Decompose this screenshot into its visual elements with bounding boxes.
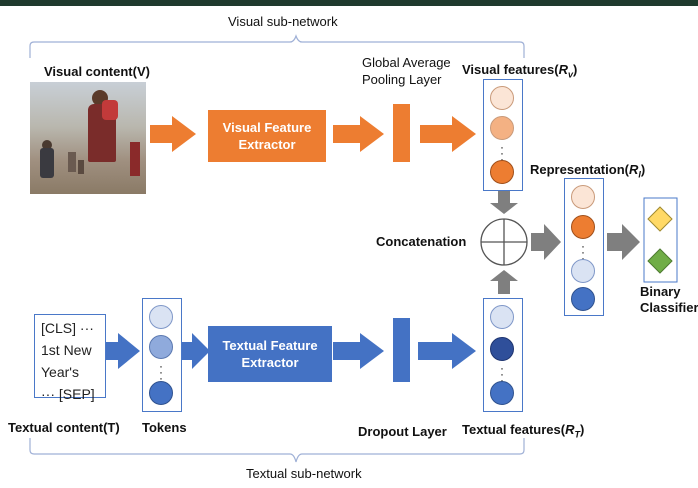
representation-text: Representation(: [530, 162, 629, 177]
visual-content-label: Visual content(V): [44, 64, 150, 79]
dropout-label: Dropout Layer: [358, 424, 447, 439]
textual-features-column: ···: [483, 298, 523, 412]
textual-content-label: Textual content(T): [8, 420, 120, 435]
textual-feature-circle: [490, 305, 514, 329]
visual-subnetwork-brace: [29, 34, 525, 58]
arrow-extractor-to-dropout: [333, 333, 384, 369]
text-line3: Year's: [41, 364, 79, 380]
token-circle: [149, 335, 173, 359]
arrow-textual-to-concat: [490, 270, 518, 294]
visual-feature-circle: [490, 86, 514, 110]
token-circle: [149, 381, 173, 405]
arrow-representation-to-classifier: [607, 224, 640, 260]
global-pool-line1: Global Average: [362, 55, 451, 70]
text-line2: 1st New: [41, 342, 92, 358]
classifier-box: [643, 197, 678, 283]
visual-content-image: [30, 82, 146, 194]
arrow-pool-to-features: [420, 116, 476, 152]
representation-label: Representation(RI): [530, 162, 646, 180]
visual-features-text: Visual features(: [462, 62, 559, 77]
textual-features-text: Textual features(: [462, 422, 566, 437]
binary-line1: Binary: [640, 284, 681, 299]
arrow-visual-to-concat: [490, 190, 518, 214]
class-diamond-yellow: [647, 206, 673, 232]
representation-symbol: R: [628, 162, 639, 177]
token-circle: [149, 305, 173, 329]
ellipsis: ···: [581, 239, 585, 265]
textual-features-subscript: T: [574, 429, 580, 440]
ellipsis: ···: [500, 140, 504, 166]
textual-feature-circle: [490, 381, 514, 405]
representation-circle: [571, 215, 595, 239]
representation-circle: [571, 287, 595, 311]
text-line4: ··· [SEP]: [41, 386, 95, 402]
visual-extractor-line2: Extractor: [238, 137, 296, 152]
visual-features-column: ···: [483, 79, 523, 191]
textual-extractor-line2: Extractor: [241, 355, 299, 370]
arrow-text-to-tokens: [106, 333, 140, 369]
textual-content-box: [CLS] ··· 1st New Year's ··· [SEP]: [34, 314, 106, 402]
visual-feature-circle: [490, 160, 514, 184]
arrow-image-to-extractor: [150, 116, 196, 152]
representation-circle: [571, 259, 595, 283]
tokens-column: ···: [142, 298, 182, 412]
visual-extractor-line1: Visual Feature: [222, 120, 312, 135]
textual-extractor-line1: Textual Feature: [222, 338, 318, 353]
representation-circle: [571, 185, 595, 209]
ellipsis: ···: [500, 361, 504, 387]
textual-subnetwork-label: Textual sub-network: [246, 466, 362, 481]
visual-features-subscript: v: [567, 69, 573, 80]
arrow-extractor-to-pool: [333, 116, 384, 152]
class-diamond-green: [647, 248, 673, 274]
concatenation-label: Concatenation: [376, 234, 467, 249]
textual-feature-circle: [490, 337, 514, 361]
visual-features-symbol: R: [558, 62, 568, 77]
textual-subnetwork-brace: [29, 438, 525, 463]
global-pool-bar: [393, 104, 410, 162]
textual-features-symbol: R: [565, 422, 575, 437]
representation-column: ···: [564, 178, 604, 316]
arrow-tokens-to-extractor: [182, 333, 210, 369]
visual-subnetwork-label: Visual sub-network: [228, 14, 338, 29]
arrow-dropout-to-features: [418, 333, 476, 369]
visual-features-label: Visual features(Rv): [462, 62, 578, 80]
tokens-label: Tokens: [142, 420, 187, 435]
visual-feature-circle: [490, 116, 514, 140]
textual-features-label: Textual features(RT): [462, 422, 585, 440]
text-line1: [CLS] ···: [41, 320, 94, 336]
representation-subscript: I: [638, 169, 641, 180]
ellipsis: ···: [159, 359, 163, 385]
top-bar: [0, 0, 698, 6]
arrow-concat-to-representation: [531, 224, 561, 260]
binary-line2: Classifier: [640, 300, 698, 315]
dropout-bar: [393, 318, 410, 382]
global-pool-line2: Pooling Layer: [362, 72, 442, 87]
